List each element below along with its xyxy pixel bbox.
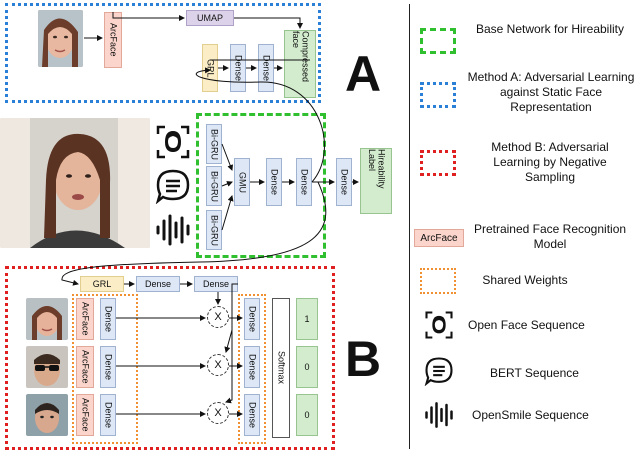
legend-swatch-base — [420, 28, 456, 54]
dense-box-b-l1: Dense — [100, 298, 116, 340]
face-image-b1 — [26, 298, 68, 340]
dense-box-b-r2: Dense — [244, 346, 260, 388]
dense-box-a1: Dense — [230, 44, 246, 92]
arcface-box-b2: ArcFace — [76, 346, 94, 388]
base-network-region — [196, 113, 326, 258]
legend-bert: BERT Sequence — [490, 366, 579, 380]
bert-icon-main — [155, 168, 191, 209]
legend-method-b: Method B: Adversarial Learning by Negati… — [491, 140, 609, 184]
openface-icon-legend — [424, 310, 454, 345]
legend-pretrained: Pretrained Face Recognition Model — [473, 222, 627, 251]
multiply-node-3: X — [207, 402, 229, 424]
face-image-b3 — [26, 394, 68, 436]
softmax-box: Softmax — [272, 298, 290, 438]
multiply-node-2: X — [207, 354, 229, 376]
letter-b: B — [345, 331, 382, 387]
dense-box-base2: Dense — [296, 158, 312, 206]
dense-box-b-l3: Dense — [100, 394, 116, 436]
opensmile-icon-legend — [424, 400, 454, 435]
legend-swatch-method-a — [420, 82, 456, 108]
legend-swatch-arcface: ArcFace — [414, 229, 464, 247]
legend-shared-weights: Shared Weights — [482, 273, 568, 287]
dense-box-b2: Dense — [194, 276, 238, 292]
dense-box-b1: Dense — [136, 276, 180, 292]
shared-weights-left — [72, 294, 138, 444]
grl-box-b: GRL — [80, 276, 124, 292]
hireability-label-box: Hireability Label — [360, 148, 392, 214]
dense-box-b-r3: Dense — [244, 394, 260, 436]
hireability-label-text: Hireability Label — [367, 149, 387, 189]
compressed-face-label: Compressed face — [291, 31, 311, 83]
letter-a: A — [345, 46, 382, 102]
bert-icon-legend — [424, 356, 454, 391]
openface-icon-main — [155, 124, 191, 165]
face-image-a — [38, 10, 83, 67]
opensmile-icon-main — [155, 212, 191, 253]
multiply-node-1: X — [207, 306, 229, 328]
dense-box-base1: Dense — [266, 158, 282, 206]
legend-opensmile: OpenSmile Sequence — [472, 408, 589, 422]
legend-openface: Open Face Sequence — [468, 318, 585, 332]
compressed-face-box: Compressed face — [284, 30, 316, 98]
gmu-box: GMU — [234, 158, 250, 206]
output-box-2: 0 — [296, 346, 318, 388]
arcface-box-b1: ArcFace — [76, 298, 94, 340]
shared-weights-right — [238, 294, 266, 444]
dense-box-out: Dense — [336, 158, 352, 206]
face-image-main — [0, 118, 150, 248]
dense-box-b-r1: Dense — [244, 298, 260, 340]
arcface-box-b3: ArcFace — [76, 394, 94, 436]
method-b-region — [5, 266, 335, 450]
bigru-box-3: Bi-GRU — [206, 210, 222, 250]
legend-swatch-shared — [420, 268, 456, 294]
legend-swatch-method-b — [420, 150, 456, 176]
legend-method-a: Method A: Adversarial Learning against S… — [467, 70, 635, 114]
bigru-box-1: Bi-GRU — [206, 124, 222, 164]
output-box-1: 1 — [296, 298, 318, 340]
legend-divider — [409, 4, 410, 449]
umap-box: UMAP — [186, 10, 234, 26]
face-image-b2 — [26, 346, 68, 388]
legend-base-network: Base Network for Hireability — [475, 22, 625, 36]
dense-box-a2: Dense — [258, 44, 274, 92]
dense-box-b-l2: Dense — [100, 346, 116, 388]
method-a-region — [5, 3, 321, 103]
output-box-3: 0 — [296, 394, 318, 436]
bigru-box-2: Bi-GRU — [206, 166, 222, 206]
